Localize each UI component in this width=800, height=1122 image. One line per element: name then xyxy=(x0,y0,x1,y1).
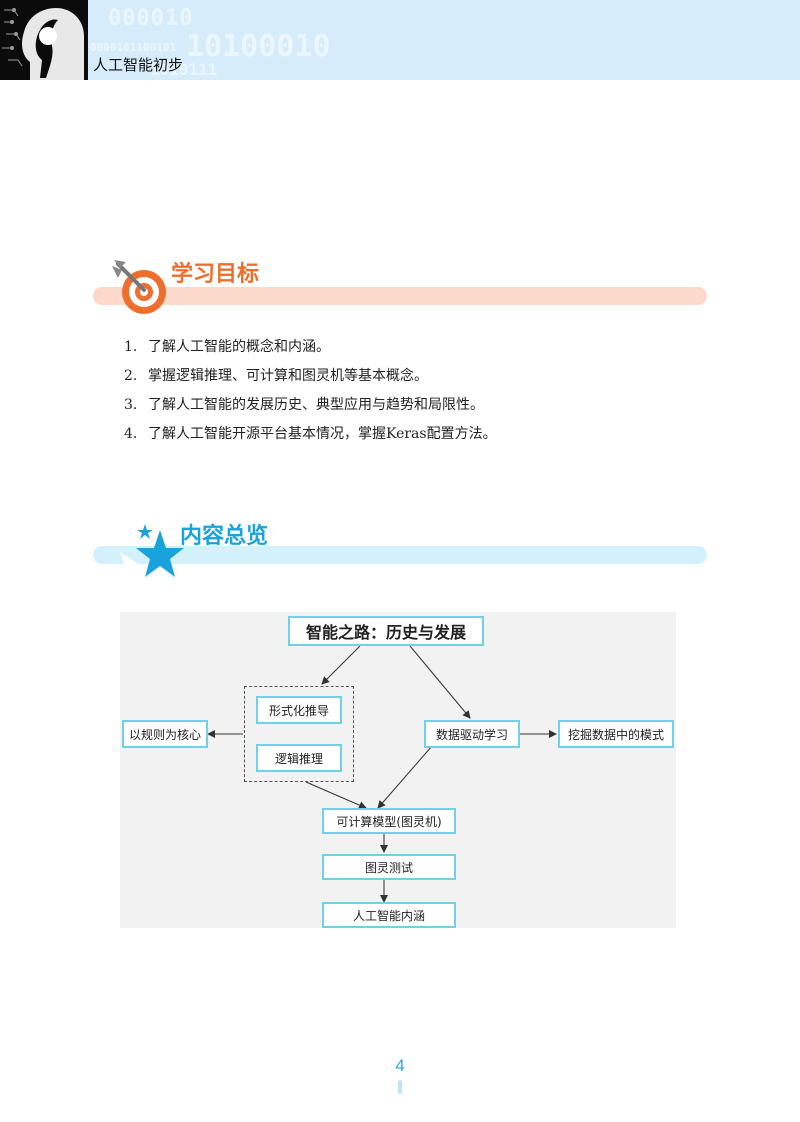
list-item: 2. 掌握逻辑推理、可计算和图灵机等基本概念。 xyxy=(124,365,497,394)
binary-decoration: 000010 0000101100101 10100010 1010111 xyxy=(90,2,350,80)
binary-text: 1010111 xyxy=(150,60,218,79)
list-item: 1. 了解人工智能的概念和内涵。 xyxy=(124,336,497,365)
objectives-list: 1. 了解人工智能的概念和内涵。 2. 掌握逻辑推理、可计算和图灵机等基本概念。 3… xyxy=(124,336,497,452)
page-number: 4 xyxy=(395,1056,405,1075)
item-text: 了解人工智能的概念和内涵。 xyxy=(148,339,330,355)
item-number: 2. xyxy=(124,368,138,384)
page-header: 000010 0000101100101 10100010 1010111 人工… xyxy=(0,0,800,80)
overview-banner-bar xyxy=(93,546,707,564)
node-data-driven-learning: 数据驱动学习 xyxy=(424,720,520,748)
connector-arrow xyxy=(321,645,361,685)
node-computable-model: 可计算模型(图灵机) xyxy=(322,808,456,834)
objectives-banner-bar xyxy=(93,287,707,305)
item-text: 了解人工智能的发展历史、典型应用与趋势和局限性。 xyxy=(148,397,484,413)
connector-arrow xyxy=(377,745,433,809)
objectives-heading: 学习目标 xyxy=(171,262,260,287)
item-text: 掌握逻辑推理、可计算和图灵机等基本概念。 xyxy=(148,368,428,384)
ai-head-logo xyxy=(0,0,88,80)
node-history-and-development: 智能之路：历史与发展 xyxy=(288,616,484,646)
diagram-connectors xyxy=(207,645,557,903)
item-number: 4. xyxy=(124,426,138,442)
reasoning-group xyxy=(244,686,354,782)
node-formal-derivation: 形式化推导 xyxy=(256,696,342,724)
node-ai-meaning: 人工智能内涵 xyxy=(322,902,456,928)
page-number-tick xyxy=(398,1080,402,1094)
node-rules-core: 以规则为核心 xyxy=(122,720,208,748)
item-text: 了解人工智能开源平台基本情况，掌握Keras配置方法。 xyxy=(148,426,497,442)
book-title: 人工智能初步 xyxy=(93,56,184,74)
item-number: 1. xyxy=(124,339,138,355)
target-arrow-icon xyxy=(108,256,174,320)
node-logical-reasoning: 逻辑推理 xyxy=(256,744,342,772)
connector-arrow xyxy=(305,781,367,809)
binary-text: 10100010 xyxy=(186,29,331,64)
list-item: 3. 了解人工智能的发展历史、典型应用与趋势和局限性。 xyxy=(124,394,497,423)
list-item: 4. 了解人工智能开源平台基本情况，掌握Keras配置方法。 xyxy=(124,423,497,452)
node-mining-data-patterns: 挖掘数据中的模式 xyxy=(558,720,674,748)
binary-text: 000010 xyxy=(108,6,194,31)
content-overview-diagram: 智能之路：历史与发展 形式化推导 逻辑推理 以规则为核心 数据驱动学习 挖掘数据… xyxy=(120,612,676,928)
node-turing-test: 图灵测试 xyxy=(322,854,456,880)
item-number: 3. xyxy=(124,397,138,413)
binary-text: 0000101100101 xyxy=(90,41,177,54)
overview-heading: 内容总览 xyxy=(180,524,269,549)
star-icon xyxy=(118,508,198,588)
connector-arrow xyxy=(409,645,471,719)
